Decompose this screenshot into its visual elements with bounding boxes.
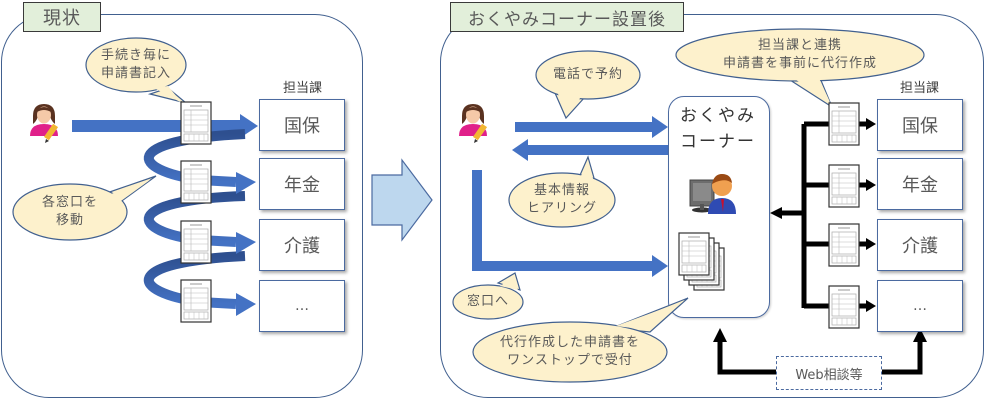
dept-box-kokuho: 国保: [259, 99, 345, 151]
application-form-icon: [828, 164, 860, 208]
bubble-line: 手続き毎に: [100, 48, 171, 63]
arrowhead-nenkin: [236, 172, 256, 194]
application-form-icon: [828, 102, 860, 146]
bubble-line: 各窓口を: [41, 195, 98, 210]
bubble-text-coordination: 担当課と連携 申請書を事前に代行作成: [690, 37, 910, 73]
bubble-line: 申請書を事前に代行作成: [722, 56, 877, 71]
staff-at-computer-icon: [689, 173, 737, 215]
arrowhead-kaigo: [236, 232, 256, 254]
speech-bubble-per-procedure: [85, 37, 187, 104]
bubble-line: 担当課と連携: [757, 38, 842, 53]
arrowhead-up-dept: [913, 328, 927, 342]
okuyami-corner-title: おくやみ コーナー: [680, 103, 756, 155]
dept-box-nenkin: 年金: [259, 158, 345, 210]
bubble-text-move-windows: 各窓口を 移動: [20, 194, 120, 230]
bubble-line: 移動: [55, 213, 84, 228]
dept-box-nenkin: 年金: [877, 158, 963, 210]
dept-box-kokuho: 国保: [877, 99, 963, 151]
transition-arrow: [371, 158, 433, 242]
department-connector-tree: [782, 121, 866, 309]
bubble-text-per-procedure: 手続き毎に 申請書記入: [90, 47, 182, 83]
bubble-text-phone: 電話で予約: [552, 67, 623, 82]
arrowhead: [866, 238, 876, 250]
bubble-line: 申請書記入: [100, 66, 171, 81]
arrowhead-other: [236, 293, 256, 316]
application-form-icon: [828, 223, 860, 267]
dept-box-other: …: [877, 280, 963, 332]
speech-bubble-coordination: [675, 28, 925, 109]
speech-bubble-hearing: [508, 155, 616, 228]
speech-bubble-phone-reservation: [535, 50, 641, 120]
dept-box-kaigo: 介護: [259, 219, 345, 271]
dept-header-after: 担当課: [900, 81, 940, 96]
arrowhead: [866, 300, 876, 312]
arrowhead: [866, 179, 876, 191]
corner-title-line: おくやみ: [680, 106, 756, 126]
bubble-line: ワンストップで受付: [507, 353, 633, 368]
dept-box-kaigo: 介護: [877, 219, 963, 271]
speech-bubble-onestop: [472, 297, 689, 383]
bubble-text-onestop: 代行作成した申請書を ワンストップで受付: [482, 334, 658, 370]
application-form-icon: [828, 285, 860, 329]
bubble-text-to-window: 窓口へ: [466, 294, 509, 309]
arrowhead: [866, 118, 876, 130]
corner-title-line: コーナー: [680, 132, 756, 152]
after-title: おくやみコーナー設置後: [450, 2, 684, 32]
web-consult-connector: [717, 340, 923, 375]
arrow-visit-window: [472, 170, 668, 277]
bubble-line: 基本情報: [533, 183, 590, 198]
bubble-line: 代行作成した申請書を: [499, 335, 640, 350]
arrowhead-to-corner: [770, 207, 782, 219]
stacked-application-forms-icon: [678, 232, 725, 291]
speech-bubble-move-windows: [12, 175, 157, 241]
speech-bubble-to-window: [452, 272, 524, 320]
arrow-reservation-to-corner: [515, 116, 668, 138]
before-title: 現状: [23, 2, 101, 32]
dept-box-other: …: [259, 280, 345, 332]
bubble-line: ヒアリング: [526, 201, 597, 216]
bubble-text-hearing: 基本情報 ヒアリング: [512, 182, 612, 218]
arrow-hearing-from-corner: [512, 139, 668, 161]
dept-header-before: 担当課: [283, 81, 323, 96]
arrowhead-up-corner: [713, 328, 727, 342]
web-consult-box: Web相談等: [776, 356, 882, 390]
